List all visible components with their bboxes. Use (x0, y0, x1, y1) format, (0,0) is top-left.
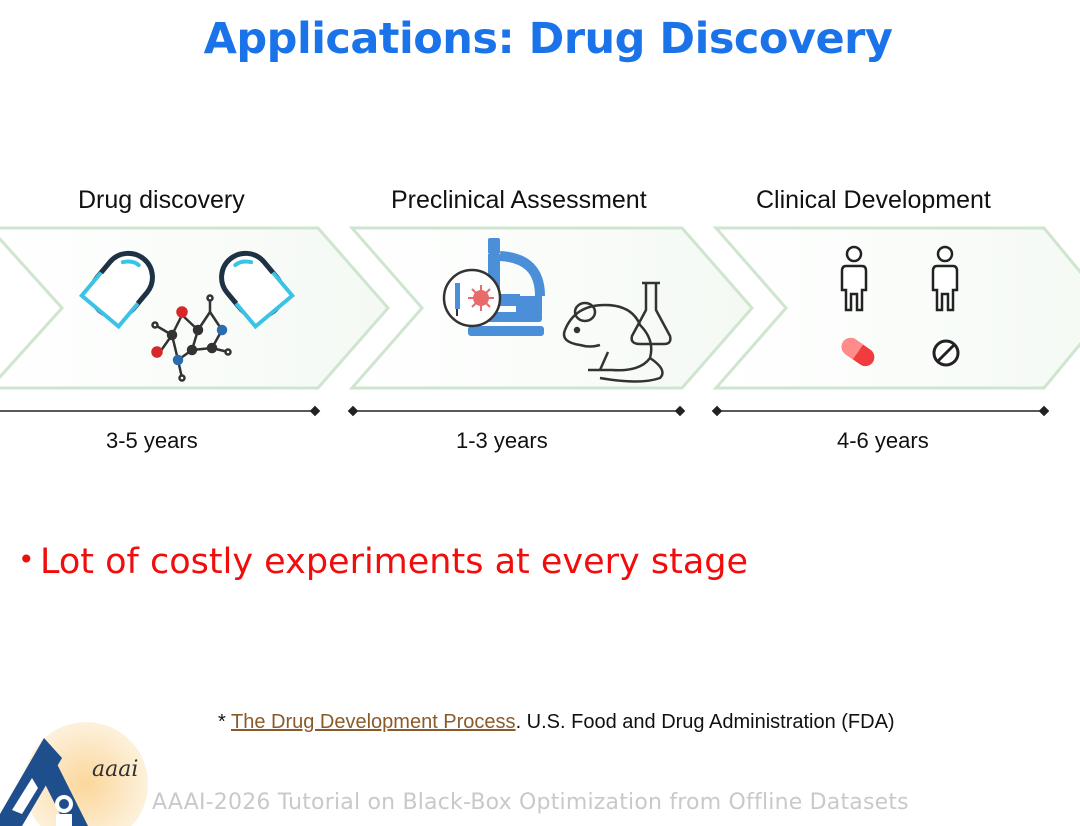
capsule-icon (78, 250, 155, 330)
aaai-logo: aaai (0, 722, 148, 826)
stage-label-clinical: Clinical Development (756, 186, 991, 214)
footnote: * The Drug Development Process. U.S. Foo… (218, 711, 895, 734)
stage-label-preclinical: Preclinical Assessment (391, 186, 647, 214)
timeline-segment-3 (711, 405, 1050, 417)
tutorial-footer: AAAI-2026 Tutorial on Black-Box Optimiza… (152, 790, 909, 815)
logo-text: aaai (92, 757, 138, 782)
footnote-prefix: * (218, 711, 231, 733)
chevron-stage-3 (712, 226, 1080, 390)
bullet-text: Lot of costly experiments at every stage (40, 542, 749, 582)
chevron-stage-2 (348, 226, 754, 390)
capsule-icon (219, 250, 296, 330)
bullet-item: •Lot of costly experiments at every stag… (18, 542, 748, 582)
timeline-segment-2 (347, 405, 686, 417)
placebo-icon (932, 339, 960, 367)
person-icon (840, 245, 868, 312)
footnote-suffix: . U.S. Food and Drug Administration (FDA… (515, 711, 895, 733)
bullet-dot-icon: • (18, 543, 35, 576)
person-icon (931, 245, 959, 312)
mouse-icon (562, 301, 664, 383)
flask-icon (630, 281, 672, 346)
stage-label-drug-discovery: Drug discovery (78, 186, 245, 214)
pipeline-diagram (0, 226, 1080, 417)
chevron-stage-1 (0, 226, 390, 390)
duration-clinical: 4-6 years (837, 428, 929, 453)
timeline-segment-1 (0, 405, 321, 417)
pill-icon (841, 337, 875, 367)
virus-icon (442, 268, 502, 328)
slide-title: Applications: Drug Discovery (203, 14, 893, 64)
molecule-icon (151, 294, 232, 382)
footnote-link[interactable]: The Drug Development Process (230, 711, 516, 733)
duration-drug-discovery: 3-5 years (106, 428, 198, 453)
duration-preclinical: 1-3 years (456, 428, 548, 453)
